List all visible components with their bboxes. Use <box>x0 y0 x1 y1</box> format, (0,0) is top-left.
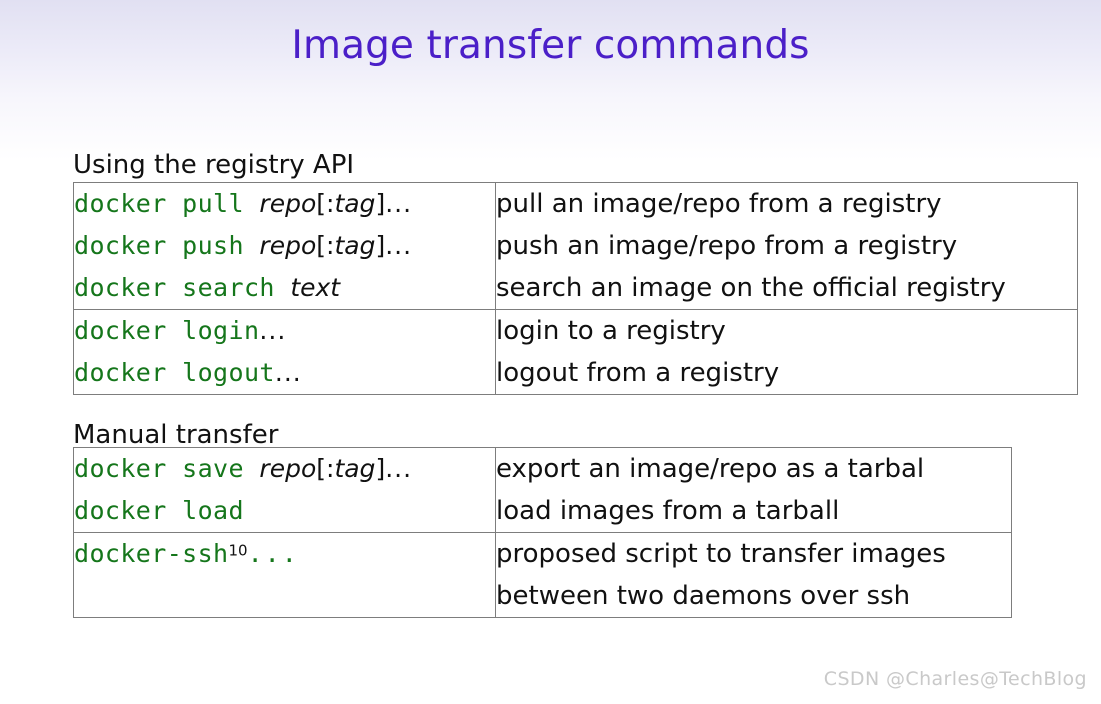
command-arg-repo: repo <box>259 231 317 260</box>
description-cell-group: proposed script to transfer images betwe… <box>495 532 1012 618</box>
table-row-group: docker login... docker logout... login t… <box>73 309 1078 395</box>
description-cell-group: login to a registry logout from a regist… <box>495 309 1078 395</box>
command-line-docker-save: docker save repo[:tag]... <box>74 448 495 490</box>
command-text: docker search <box>74 273 291 302</box>
command-line-docker-load: docker load <box>74 490 495 532</box>
description-cell-group: export an image/repo as a tarbal load im… <box>495 447 1012 533</box>
description-push: push an image/repo from a registry <box>496 231 958 261</box>
command-bracket-open: [: <box>316 454 335 483</box>
command-arg-tag: tag <box>334 189 376 218</box>
command-bracket-close: ] <box>375 231 386 260</box>
command-bracket-open: [: <box>316 189 335 218</box>
command-cell-group: docker login... docker logout... <box>73 309 496 395</box>
description-docker-ssh-line-1: proposed script to transfer images <box>496 539 946 569</box>
description-cell-group: pull an image/repo from a registry push … <box>495 182 1078 310</box>
command-text: docker logout <box>74 358 275 387</box>
command-ellipsis: ... <box>247 539 299 568</box>
command-text: docker load <box>74 496 244 525</box>
command-line-docker-search: docker search text <box>74 267 495 309</box>
command-ellipsis: ... <box>385 231 413 260</box>
command-cell-group: docker save repo[:tag]... docker load <box>73 447 496 533</box>
description-pull: pull an image/repo from a registry <box>496 189 942 219</box>
command-line-docker-pull: docker pull repo[:tag]... <box>74 183 495 225</box>
command-bracket-close: ] <box>375 454 386 483</box>
command-bracket-open: [: <box>316 231 335 260</box>
slide-title: Image transfer commands <box>291 23 810 68</box>
command-text: docker-ssh <box>74 539 229 568</box>
command-cell-group: docker pull repo[:tag]... docker push re… <box>73 182 496 310</box>
table-row-group: docker pull repo[:tag]... docker push re… <box>73 182 1078 310</box>
command-arg-tag: tag <box>334 454 376 483</box>
watermark: CSDN @Charles@TechBlog <box>823 668 1087 690</box>
command-line-docker-login: docker login... <box>74 310 495 352</box>
footnote-marker: 10 <box>228 541 248 560</box>
description-load: load images from a tarball <box>496 496 840 526</box>
command-text: docker save <box>74 454 260 483</box>
command-arg-repo: repo <box>259 454 317 483</box>
command-arg-repo: repo <box>259 189 317 218</box>
command-line-docker-logout: docker logout... <box>74 352 495 394</box>
command-arg-text: text <box>290 273 341 302</box>
command-ellipsis: ... <box>274 358 302 387</box>
command-line-spacer <box>74 575 495 617</box>
command-arg-tag: tag <box>334 231 376 260</box>
description-docker-ssh-line-2: between two daemons over ssh <box>496 581 911 611</box>
table-row-group: docker save repo[:tag]... docker load ex… <box>73 447 1012 533</box>
command-ellipsis: ... <box>259 316 287 345</box>
section-heading-manual-transfer: Manual transfer <box>73 420 279 450</box>
registry-api-command-table: docker pull repo[:tag]... docker push re… <box>73 182 1078 395</box>
description-search: search an image on the official registry <box>496 273 1006 303</box>
description-logout: logout from a registry <box>496 358 780 388</box>
command-text: docker push <box>74 231 260 260</box>
command-line-docker-push: docker push repo[:tag]... <box>74 225 495 267</box>
command-line-docker-ssh: docker-ssh10... <box>74 533 495 575</box>
table-row-group: docker-ssh10... proposed script to trans… <box>73 532 1012 618</box>
command-bracket-close: ] <box>375 189 386 218</box>
command-text: docker login <box>74 316 260 345</box>
description-save: export an image/repo as a tarbal <box>496 454 925 484</box>
command-ellipsis: ... <box>385 189 413 218</box>
manual-transfer-command-table: docker save repo[:tag]... docker load ex… <box>73 447 1012 618</box>
command-text: docker pull <box>74 189 260 218</box>
section-heading-registry-api: Using the registry API <box>73 150 355 180</box>
description-login: login to a registry <box>496 316 726 346</box>
command-cell-group: docker-ssh10... <box>73 532 496 618</box>
command-ellipsis: ... <box>385 454 413 483</box>
